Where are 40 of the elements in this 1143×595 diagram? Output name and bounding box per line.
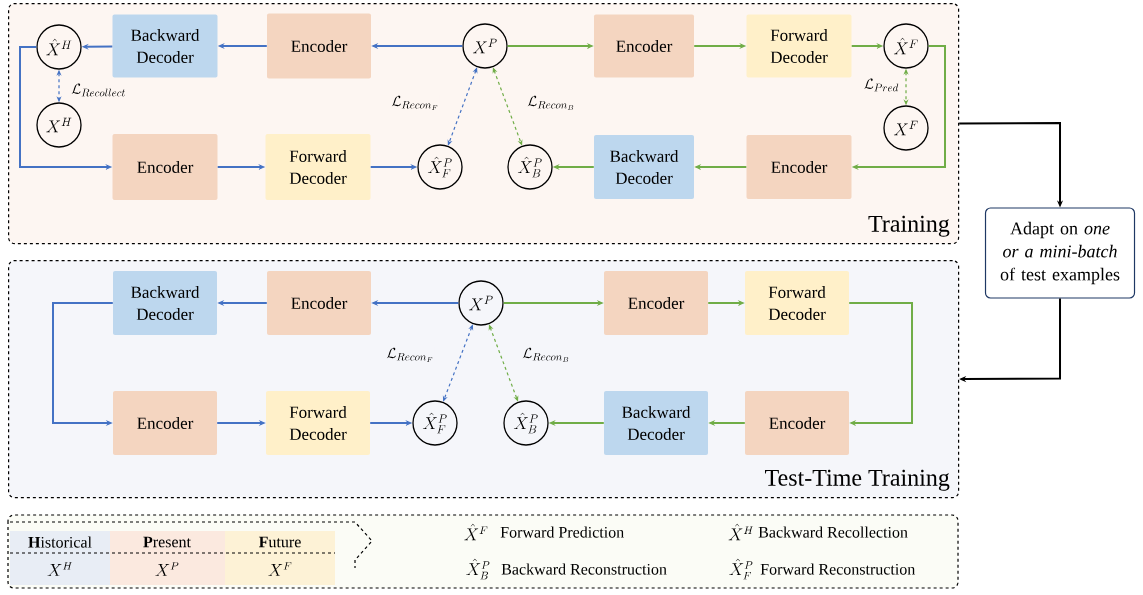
legend-text: $\hat{X}^{H}$	[728, 523, 754, 541]
edge-label: $\mathcal{L}_{Recon_{B}}$	[526, 95, 576, 111]
process-box: Forward Decoder	[746, 14, 852, 78]
process-box: Encoder	[594, 14, 694, 78]
process-box: Encoder	[746, 135, 852, 199]
legend-text: Forward Reconstruction	[760, 563, 916, 575]
process-box: Encoder	[267, 13, 371, 79]
legend-text: $\hat{X}^{F}$	[464, 523, 488, 541]
process-box: Backward Decoder	[604, 391, 708, 455]
legend-text: Backward Recollection	[758, 526, 908, 538]
process-box: Encoder	[267, 271, 371, 335]
legend-text: $\hat{X}^{P}_{B}$	[466, 558, 490, 580]
arrow	[488, 324, 519, 402]
table-cell: $X^{H}$	[10, 553, 110, 585]
note-box: Adapt on one or a mini-batch of test examples	[984, 207, 1136, 299]
legend-text: Forward Prediction	[500, 526, 624, 538]
table-cell: Historical	[10, 531, 110, 553]
process-box: Backward Decoder	[113, 271, 217, 335]
edge-label: $\mathcal{L}_{Recon_{F}}$	[390, 95, 440, 111]
process-box: Forward Decoder	[266, 391, 370, 455]
arrow	[492, 67, 523, 146]
process-box: Forward Decoder	[265, 134, 371, 200]
process-box: Forward Decoder	[745, 271, 849, 335]
process-box: Backward Decoder	[112, 14, 218, 78]
arrow	[442, 324, 474, 402]
process-box: Encoder	[112, 134, 218, 200]
legend-text: $\hat{X}^{P}_{F}$	[729, 558, 753, 580]
process-box: Encoder	[113, 391, 217, 455]
process-box: Encoder	[604, 271, 708, 335]
process-box: Backward Decoder	[594, 135, 694, 199]
edge-label: $\mathcal{L}_{Recon_{F}}$	[385, 347, 435, 363]
legend-text: Backward Reconstruction	[501, 563, 667, 575]
arrow	[447, 67, 478, 146]
arrow	[848, 302, 913, 427]
table-cell: Future	[225, 531, 335, 553]
table-cell: $X^{F}$	[225, 553, 335, 585]
process-box: Encoder	[745, 391, 849, 455]
table-cell: $X^{P}$	[110, 553, 225, 585]
edge-label: $\mathcal{L}_{Recon_{B}}$	[521, 347, 571, 363]
table-cell: Present	[110, 531, 225, 553]
